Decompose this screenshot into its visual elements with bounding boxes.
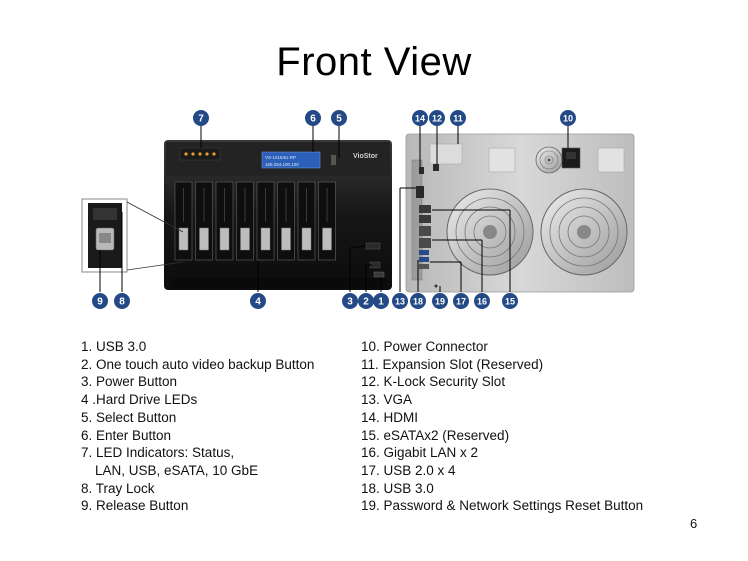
drive-tray-handle [260,227,271,251]
page-number: 6 [690,516,698,531]
callout-label: 10 [563,114,573,124]
drive-bays [174,181,336,261]
callout-marker [432,293,448,309]
power-connector[interactable] [561,147,581,169]
callout-label: 19 [435,297,445,307]
callout-label: 2 [363,297,369,308]
legend-item: 19. Password & Network Settings Reset Bu… [361,498,644,514]
legend-item: 2. One touch auto video backup Button [81,356,315,372]
legend-item: 5. Select Button [81,409,177,425]
callout-marker [453,293,469,309]
drive-tray-handle [199,227,209,251]
callout-label: 13 [395,297,405,307]
callout-label: 17 [456,297,466,307]
callout-marker [392,293,408,309]
legend-item: LAN, USB, eSATA, 10 GbE [95,462,259,478]
callout-label: 9 [97,297,103,308]
expansion-slot [429,143,463,165]
nas-diagram: VS-12164U-RP 169.254.100.100 VioStor [81,110,635,309]
tray-inset [81,198,184,273]
led-indicators [179,147,221,161]
svg-text:VS-12164U-RP: VS-12164U-RP [265,155,296,160]
lan-port-1[interactable] [419,226,431,236]
drive-tray-handle [301,227,312,251]
legend-item: 17. USB 2.0 x 4 [361,462,456,478]
legend-item: 13. VGA [361,392,413,408]
callout-marker [114,293,130,309]
callout-marker [342,293,358,309]
callout-marker [412,110,428,126]
callout-label: 3 [347,297,353,308]
legend-item: 10. Power Connector [361,339,488,354]
lcd-panel: VS-12164U-RP 169.254.100.100 [261,151,321,169]
k-lock-slot[interactable] [433,164,439,171]
callout-marker [502,293,518,309]
callout-marker [193,110,209,126]
lan-port-2[interactable] [419,238,431,248]
callout-marker [331,110,347,126]
callout-label: 6 [310,114,316,125]
callout-label: 18 [413,297,423,307]
rear-fan-right-icon [540,188,628,276]
esata-port-1[interactable] [419,205,431,213]
legend-item: 4 .Hard Drive LEDs [81,392,198,408]
callout-label: 11 [453,114,463,124]
callout-marker [474,293,490,309]
callout-marker [560,110,576,126]
hdmi-port[interactable] [419,167,424,174]
vga-port[interactable] [416,186,424,198]
legend-item: 8. Tray Lock [81,480,155,496]
legend-item: 14. HDMI [361,409,419,425]
psu-fan-icon [535,146,563,174]
callout-marker [358,293,374,309]
legend-item: 11. Expansion Slot (Reserved) [361,356,544,372]
legend-item: 12. K-Lock Security Slot [361,374,506,390]
callout-label: 1 [378,297,384,308]
legend-item: 6. Enter Button [81,427,172,443]
legend-item: 3. Power Button [81,374,178,390]
drive-tray-handle [219,227,230,251]
legend-item: 18. USB 3.0 [361,480,434,496]
callout-label: 16 [477,297,487,307]
power-button-light[interactable] [365,242,381,250]
reset-button[interactable] [434,284,438,288]
usb-port-rear-3[interactable] [419,264,429,269]
legend-item: 16. Gigabit LAN x 2 [361,445,479,461]
callout-label: 14 [415,114,425,124]
legend-item: 9. Release Button [81,498,189,514]
callout-label: 8 [119,297,125,308]
usb-port-rear-2[interactable] [419,257,429,262]
legend-item: 7. LED Indicators: Status, [81,445,235,461]
drive-tray-handle [178,227,189,251]
leader-lines [99,125,569,292]
callout-label: 4 [255,297,261,308]
svg-text:169.254.100.100: 169.254.100.100 [265,162,299,167]
usb-port-rear-1[interactable] [419,250,429,255]
callout-marker [305,110,321,126]
callout-marker [429,110,445,126]
drive-tray-handle [240,227,250,251]
callout-label: 12 [432,114,442,124]
esata-port-2[interactable] [419,215,431,223]
callout-label: 5 [336,114,342,125]
legend-item: 1. USB 3.0 [81,339,147,354]
callout-marker [92,293,108,309]
select-enter-buttons[interactable] [331,155,336,165]
drive-tray-handle [281,227,291,251]
page-title: Front View [276,40,472,84]
right-legend-list: 10. Power Connector 11. Expansion Slot (R… [361,338,643,515]
legend-item: 15. eSATAx2 (Reserved) [361,427,510,443]
callout-label: 7 [198,114,204,125]
left-legend-list: 1. USB 3.0 2. One touch auto video backup… [81,338,314,515]
callout-label: 15 [505,297,515,307]
callout-marker [250,293,266,309]
rear-io-ports [411,159,439,288]
callout-marker [373,293,389,309]
callout-marker [450,110,466,126]
drive-tray-handle [322,227,332,251]
device-logo: VioStor [353,153,378,160]
usb-port-front[interactable] [373,271,385,278]
callout-marker [410,293,426,309]
